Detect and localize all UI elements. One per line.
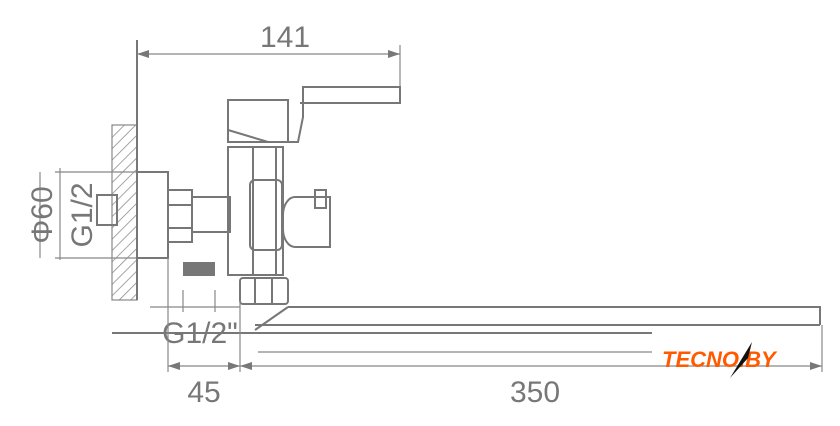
spout bbox=[112, 306, 821, 353]
wall-section bbox=[111, 40, 138, 301]
dimension-141-label: 141 bbox=[260, 21, 310, 54]
tecno-by-logo: TECNO.BY bbox=[662, 342, 778, 378]
dimension-outlet: G1/2" bbox=[150, 290, 240, 350]
offset-label: 45 bbox=[187, 376, 220, 409]
dimension-bottom: 45 350 bbox=[167, 258, 823, 409]
logo-text: TECNO.BY bbox=[662, 347, 778, 372]
spout-length-label: 350 bbox=[510, 376, 560, 409]
dimension-141: 141 bbox=[137, 21, 401, 100]
wall-thread-label: G1/2 bbox=[66, 182, 99, 247]
flange-diameter-label: Φ60 bbox=[26, 186, 59, 243]
dimension-flange: Φ60 G1/2 bbox=[26, 168, 168, 260]
faucet-body bbox=[96, 86, 401, 305]
outlet-thread-label: G1/2" bbox=[162, 317, 238, 350]
